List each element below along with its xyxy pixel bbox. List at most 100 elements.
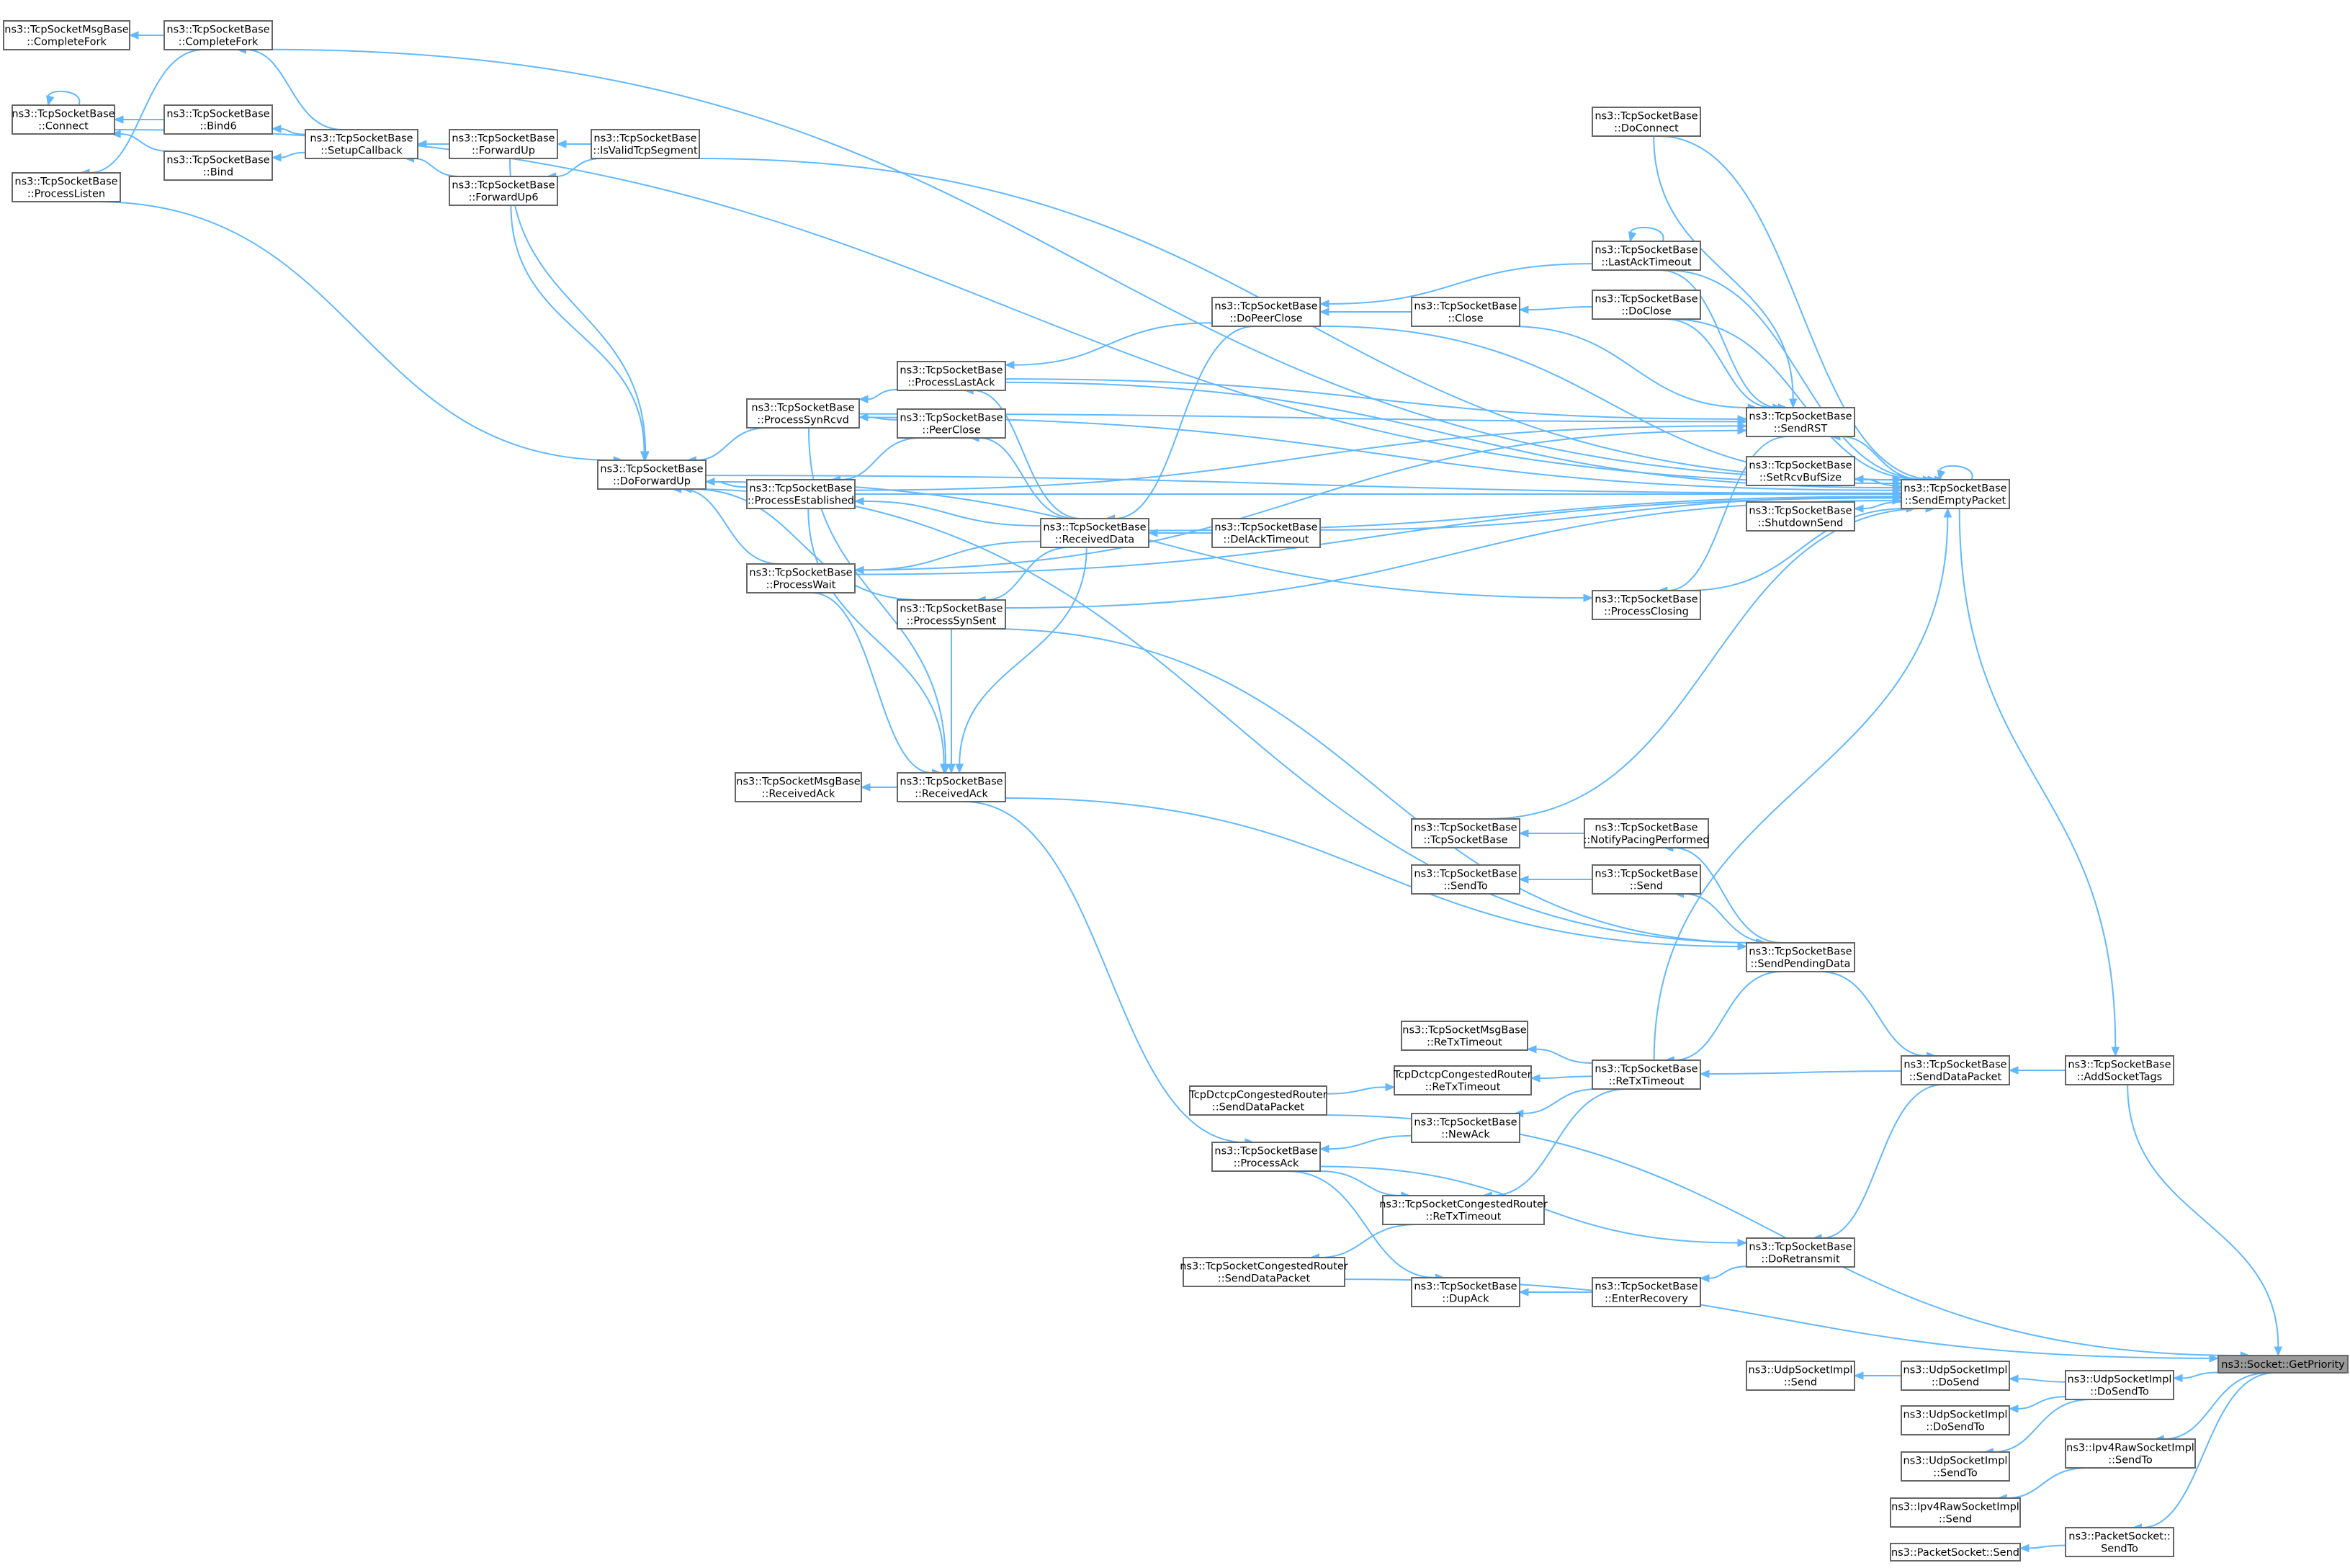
- function-node-processlisten[interactable]: ns3::TcpSocketBase::ProcessListen: [12, 172, 121, 202]
- function-node-forwardup[interactable]: ns3::TcpSocketBase::ForwardUp: [449, 129, 558, 159]
- arrowhead-icon: [858, 395, 869, 404]
- call-edge-line: [1528, 305, 1593, 311]
- function-node-sendrst[interactable]: ns3::TcpSocketBase::SendRST: [1746, 407, 1855, 437]
- function-node-ipv4raw-send[interactable]: ns3::Ipv4RawSocketImpl::Send: [1890, 1497, 2021, 1528]
- function-node-shutdownsend[interactable]: ns3::TcpSocketBase::ShutdownSend: [1746, 501, 1855, 532]
- function-node-completefork[interactable]: ns3::TcpSocketBase::CompleteFork: [163, 20, 273, 50]
- function-node-label: ns3::TcpSocketBase: [1414, 1117, 1517, 1129]
- function-node-receiveddata[interactable]: ns3::TcpSocketBase::ReceivedData: [1040, 518, 1149, 548]
- function-node-processwait[interactable]: ns3::TcpSocketBase::ProcessWait: [746, 563, 856, 593]
- function-node-dupack[interactable]: ns3::TcpSocketBase::DupAck: [1411, 1277, 1520, 1307]
- function-node-box: [1592, 107, 1701, 137]
- function-node-processack[interactable]: ns3::TcpSocketBase::ProcessAck: [1211, 1142, 1321, 1172]
- function-node-bind6[interactable]: ns3::TcpSocketBase::Bind6: [163, 104, 273, 135]
- call-edge: [1664, 971, 1782, 1065]
- function-node-setrcvbufsize[interactable]: ns3::TcpSocketBase::SetRcvBufSize: [1746, 456, 1855, 486]
- call-edge-line: [1539, 1075, 1593, 1080]
- function-node-delacktimeout[interactable]: ns3::TcpSocketBase::DelAckTimeout: [1211, 518, 1321, 548]
- function-node-box: [1592, 590, 1701, 620]
- function-node-peerclose[interactable]: ns3::TcpSocketBase::PeerClose: [897, 408, 1006, 439]
- function-node-dctcp-retxtimeout[interactable]: TcpDctcpCongestedRouter::ReTxTimeout: [1393, 1065, 1532, 1096]
- function-node-dopeerclose[interactable]: ns3::TcpSocketBase::DoPeerClose: [1211, 297, 1321, 327]
- function-node-sendto-tcp[interactable]: ns3::TcpSocketBase::SendTo: [1411, 864, 1520, 895]
- function-node-label: ns3::TcpSocketBase: [166, 24, 269, 36]
- function-node-label: ::ReceivedAck: [915, 789, 988, 800]
- function-node-label: ::ReceivedData: [1055, 534, 1134, 546]
- function-node-doforwardup[interactable]: ns3::TcpSocketBase::DoForwardUp: [597, 460, 707, 490]
- function-node-box: [591, 129, 700, 159]
- function-node-packet-send[interactable]: ns3::PacketSocket::Send: [1890, 1543, 2021, 1562]
- function-node-forwardup6[interactable]: ns3::TcpSocketBase::ForwardUp6: [449, 176, 558, 206]
- function-node-lastacktimeout[interactable]: ns3::TcpSocketBase::LastAckTimeout: [1592, 241, 1701, 271]
- function-node-cong-senddatapacket[interactable]: ns3::TcpSocketCongestedRouter::SendDataP…: [1180, 1257, 1348, 1287]
- function-node-processclosing[interactable]: ns3::TcpSocketBase::ProcessClosing: [1592, 590, 1701, 620]
- call-edge-line: [854, 425, 1739, 491]
- function-node-sendemptypacket[interactable]: ns3::TcpSocketBase::SendEmptyPacket: [1901, 479, 2010, 509]
- function-node-send-tcp[interactable]: ns3::TcpSocketBase::Send: [1592, 864, 1701, 895]
- function-node-retxtimeout[interactable]: ns3::TcpSocketBase::ReTxTimeout: [1592, 1059, 1701, 1090]
- function-node-udp-dosend[interactable]: ns3::UdpSocketImpl::DoSend: [1901, 1361, 2010, 1391]
- function-node-msgbase-retxtimeout[interactable]: ns3::TcpSocketMsgBase::ReTxTimeout: [1401, 1021, 1528, 1051]
- function-node-label: ::NewAck: [1441, 1129, 1490, 1141]
- function-node-notifypacing[interactable]: ns3::TcpSocketBase::NotifyPacingPerforme…: [1583, 818, 1710, 848]
- function-node-tcpsocketbase[interactable]: ns3::TcpSocketBase::TcpSocketBase: [1411, 818, 1520, 848]
- function-node-label: ::ProcessWait: [766, 580, 836, 591]
- function-node-cong-retxtimeout[interactable]: ns3::TcpSocketCongestedRouter::ReTxTimeo…: [1379, 1195, 1548, 1225]
- function-node-label: ns3::TcpSocketBase: [1749, 946, 1852, 958]
- function-node-doconnect[interactable]: ns3::TcpSocketBase::DoConnect: [1592, 107, 1701, 137]
- function-node-udp-dosendto[interactable]: ns3::UdpSocketImpl::DoSendTo: [2065, 1370, 2174, 1400]
- function-node-label: ns3::TcpSocketBase: [1595, 1064, 1698, 1075]
- function-node-udp-send[interactable]: ns3::UdpSocketImpl::Send: [1746, 1361, 1855, 1391]
- function-node-getpriority[interactable]: ns3::Socket::GetPriority: [2217, 1355, 2349, 1374]
- function-node-box: [1746, 942, 1855, 972]
- function-node-isvalidtcpsegment[interactable]: ns3::TcpSocketBase::IsValidTcpSegment: [591, 129, 700, 159]
- function-node-doclose[interactable]: ns3::TcpSocketBase::DoClose: [1592, 290, 1701, 320]
- call-edge-line: [413, 158, 460, 177]
- function-node-msgbase-receivedack[interactable]: ns3::TcpSocketMsgBase::ReceivedAck: [735, 772, 862, 802]
- call-edge: [2172, 1371, 2219, 1383]
- function-node-sendpendingdata[interactable]: ns3::TcpSocketBase::SendPendingData: [1746, 942, 1855, 972]
- function-node-processsynrcvd[interactable]: ns3::TcpSocketBase::ProcessSynRcvd: [746, 398, 860, 429]
- call-edge-line: [95, 201, 614, 461]
- function-node-ipv4raw-sendto[interactable]: ns3::Ipv4RawSocketImpl::SendTo: [2065, 1438, 2196, 1469]
- function-node-label: ns3::TcpSocketMsgBase: [4, 24, 129, 36]
- function-node-label: ::DelAckTimeout: [1223, 534, 1309, 546]
- call-edge-line: [691, 488, 921, 601]
- arrowhead-icon: [1518, 875, 1529, 884]
- function-node-close[interactable]: ns3::TcpSocketBase::Close: [1411, 297, 1520, 327]
- function-node-connect[interactable]: ns3::TcpSocketBase::Connect: [12, 104, 115, 135]
- function-node-addsockettags[interactable]: ns3::TcpSocketBase::AddSocketTags: [2065, 1055, 2174, 1085]
- function-node-enterrecovery[interactable]: ns3::TcpSocketBase::EnterRecovery: [1592, 1277, 1701, 1307]
- function-node-label: ns3::TcpSocketBase: [900, 604, 1003, 615]
- function-node-bind[interactable]: ns3::TcpSocketBase::Bind: [163, 151, 273, 181]
- function-node-doretransmit[interactable]: ns3::TcpSocketBase::DoRetransmit: [1746, 1237, 1855, 1268]
- arrowhead-icon: [110, 130, 121, 138]
- call-edge-line: [854, 429, 1739, 571]
- function-node-receivedack[interactable]: ns3::TcpSocketBase::ReceivedAck: [897, 772, 1006, 802]
- function-node-setupcallback[interactable]: ns3::TcpSocketBase::SetupCallback: [305, 129, 418, 159]
- function-node-box: [1592, 290, 1701, 320]
- function-node-processestablished[interactable]: ns3::TcpSocketBase::ProcessEstablished: [746, 479, 856, 509]
- function-node-senddatapacket[interactable]: ns3::TcpSocketBase::SendDataPacket: [1901, 1055, 2010, 1085]
- call-edge: [1811, 1084, 1944, 1242]
- call-edge: [1665, 318, 1783, 412]
- function-node-packet-sendto[interactable]: ns3::PacketSocket::SendTo: [2065, 1527, 2174, 1557]
- function-node-box: [2065, 1370, 2174, 1400]
- function-node-label: ns3::TcpSocketBase: [1214, 522, 1317, 534]
- function-node-dctcp-senddatapacket[interactable]: TcpDctcpCongestedRouter::SendDataPacket: [1188, 1085, 1327, 1116]
- function-node-label: ns3::TcpSocketBase: [1214, 1146, 1317, 1157]
- function-node-msgbase-completefork[interactable]: ns3::TcpSocketMsgBase::CompleteFork: [3, 20, 130, 50]
- function-node-udp-sendto[interactable]: ns3::UdpSocketImpl::SendTo: [1901, 1451, 2010, 1482]
- function-node-newack[interactable]: ns3::TcpSocketBase::NewAck: [1411, 1113, 1520, 1143]
- call-edge: [2019, 1544, 2066, 1553]
- arrowhead-icon: [1319, 1144, 1329, 1153]
- function-node-processsynsent[interactable]: ns3::TcpSocketBase::ProcessSynSent: [897, 599, 1006, 630]
- arrowhead-icon: [1737, 426, 1748, 435]
- call-edge: [2008, 1374, 2066, 1384]
- function-node-processlastack[interactable]: ns3::TcpSocketBase::ProcessLastAck: [897, 361, 1006, 391]
- arrowhead-icon: [939, 763, 948, 774]
- call-edge: [556, 140, 591, 148]
- function-node-udp-dosendto-l[interactable]: ns3::UdpSocketImpl::DoSendTo: [1901, 1405, 2010, 1435]
- function-node-box: [1411, 818, 1520, 848]
